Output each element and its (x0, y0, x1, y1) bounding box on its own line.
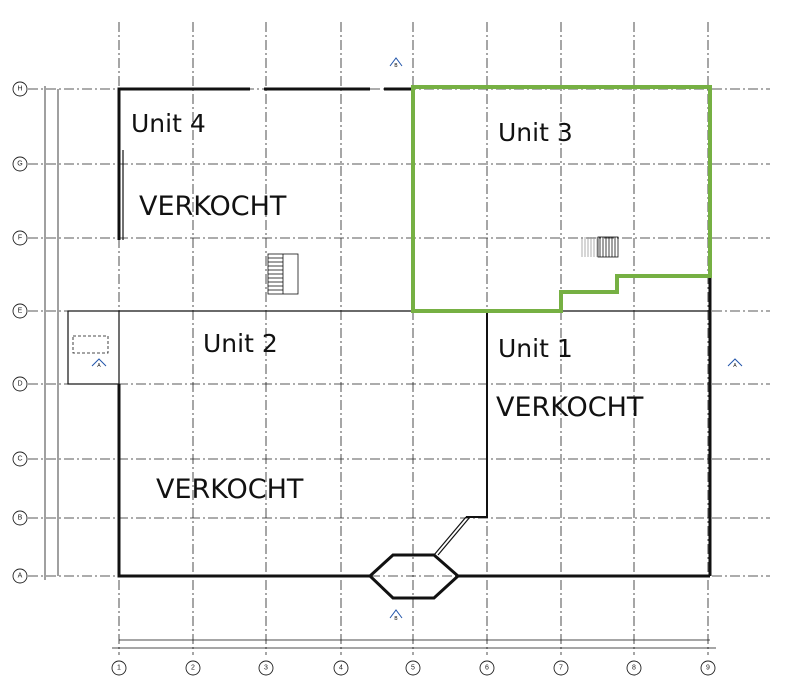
annex-note-box (72, 335, 109, 354)
unit-3-highlight (411, 85, 712, 313)
grid-label: H (17, 86, 22, 93)
building-walls (67, 87, 712, 600)
grid-bubble-A: A (12, 568, 28, 584)
grid-label: 7 (559, 665, 563, 672)
grid-label: E (18, 308, 23, 315)
grid-label: 9 (706, 665, 710, 672)
grid-bubble-B: B (12, 510, 28, 526)
grid-bubble-1: 1 (111, 660, 127, 676)
stairs-unit-3 (581, 236, 619, 258)
grid-bubble-9: 9 (700, 660, 716, 676)
grid-bubble-3: 3 (258, 660, 274, 676)
svg-text:A: A (97, 363, 101, 369)
grid-label: 3 (264, 665, 268, 672)
grid-bubble-8: 8 (626, 660, 642, 676)
grid-bubbles: 1 2 3 4 5 6 7 8 9 H G F E D C B A (12, 81, 716, 676)
section-markers: B B A A (91, 57, 743, 622)
grid-label: 8 (632, 665, 636, 672)
grid-bubble-H: H (12, 81, 28, 97)
grid-label: D (17, 381, 22, 388)
grid-bubble-D: D (12, 376, 28, 392)
grid-label: 6 (485, 665, 489, 672)
grid-label: A (18, 573, 23, 580)
unit-2-status: VERKOCHT (156, 474, 304, 505)
grid-label: F (18, 235, 22, 242)
annex (67, 310, 120, 385)
grid-bubble-E: E (12, 303, 28, 319)
dimension-lines (44, 86, 716, 649)
unit-1-status: VERKOCHT (496, 392, 644, 423)
grid-bubble-4: 4 (333, 660, 349, 676)
svg-text:B: B (394, 616, 398, 622)
stairs-unit-4 (267, 253, 299, 295)
unit-4-status: VERKOCHT (139, 191, 287, 222)
grid-bubble-6: 6 (479, 660, 495, 676)
grid-label: 1 (117, 665, 121, 672)
grid-label: 5 (411, 665, 415, 672)
unit-4-label: Unit 4 (131, 109, 206, 138)
grid-bubble-7: 7 (553, 660, 569, 676)
grid-bubble-5: 5 (405, 660, 421, 676)
entrance-hexagon (367, 553, 461, 600)
unit-2-label: Unit 2 (203, 329, 278, 358)
grid-bubble-G: G (12, 156, 28, 172)
grid-label: B (18, 515, 23, 522)
grid-label: G (17, 161, 22, 168)
unit-1-label: Unit 1 (498, 334, 573, 363)
grid-label: 2 (191, 665, 195, 672)
unit-3-label: Unit 3 (498, 118, 573, 147)
svg-text:A: A (733, 363, 737, 369)
grid-label: 4 (339, 665, 343, 672)
svg-text:B: B (394, 63, 398, 69)
grid-bubble-C: C (12, 451, 28, 467)
grid-label: C (17, 456, 22, 463)
grid-bubble-F: F (12, 230, 28, 246)
grid-bubble-2: 2 (185, 660, 201, 676)
